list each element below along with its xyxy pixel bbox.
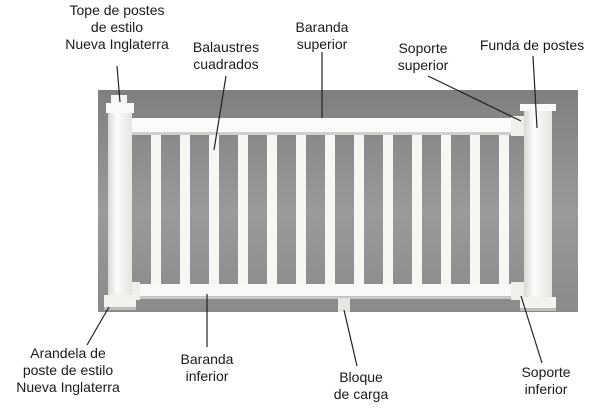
bottom-bracket-shape (511, 282, 524, 300)
leader-balaustres (213, 75, 227, 151)
leader-soporte-inferior (520, 295, 543, 364)
left-bracket-shape (132, 282, 140, 300)
left-post (104, 95, 136, 310)
leader-funda (532, 55, 538, 129)
load-block-shape (338, 298, 350, 312)
label-funda-de-postes: Funda de postes (479, 37, 585, 53)
label-soporte-inferior: Soporte inferior (521, 364, 571, 397)
label-bloque-de-carga: Bloque de carga (333, 369, 389, 402)
label-tope-de-postes: Tope de postes de estilo Nueva Inglaterr… (65, 2, 169, 52)
label-balaustres-cuadrados: Balaustres cuadrados (192, 39, 260, 72)
leader-bloque (343, 309, 358, 367)
label-baranda-inferior: Baranda inferior (180, 351, 234, 384)
top-rail (132, 118, 524, 135)
label-baranda-superior: Baranda superior (295, 19, 349, 52)
bottom-rail (132, 284, 524, 299)
right-post (520, 104, 556, 311)
label-arandela: Arandela de poste de estilo Nueva Inglat… (16, 345, 120, 395)
leader-tope (116, 65, 121, 103)
leader-soporte-superior (427, 75, 522, 122)
balusters (151, 135, 509, 285)
leader-arandela (86, 306, 110, 346)
label-soporte-superior: Soporte superior (397, 40, 449, 73)
